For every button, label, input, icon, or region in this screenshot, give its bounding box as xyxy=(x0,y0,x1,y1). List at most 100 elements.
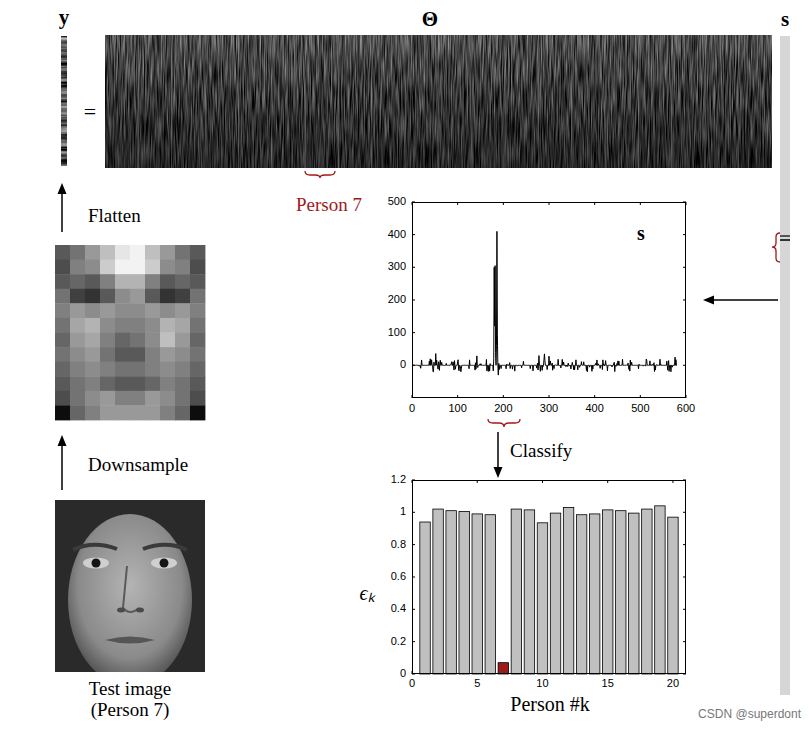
pixel xyxy=(70,391,85,406)
arrow-connector xyxy=(494,432,503,478)
pixel xyxy=(145,347,160,362)
block-separator xyxy=(705,35,706,168)
block-separator xyxy=(671,35,672,168)
arrowhead xyxy=(58,435,67,446)
bar xyxy=(420,522,430,674)
pixel xyxy=(190,333,205,348)
pixel xyxy=(55,274,70,289)
bar xyxy=(472,514,482,674)
pixel xyxy=(190,376,205,391)
brace xyxy=(488,419,520,427)
pixel xyxy=(85,347,100,362)
pixel xyxy=(160,405,175,420)
pixel xyxy=(145,274,160,289)
watermark: CSDN @superdont xyxy=(698,707,801,721)
pixel xyxy=(55,347,70,362)
pixel xyxy=(190,274,205,289)
block-separator xyxy=(471,35,472,168)
pixel xyxy=(70,318,85,333)
pixel xyxy=(160,347,175,362)
bar xyxy=(459,511,469,674)
s-coefficients xyxy=(412,231,677,375)
mouth xyxy=(105,637,155,644)
pixel xyxy=(70,376,85,391)
tick-label: 1 xyxy=(400,506,406,519)
pixel xyxy=(85,260,100,275)
s-plot-line xyxy=(412,231,677,375)
pixel xyxy=(145,376,160,391)
downsampled-image xyxy=(55,245,205,420)
pixel xyxy=(85,318,100,333)
vector-y: y xyxy=(61,36,67,166)
edge-label: Classify xyxy=(508,440,574,463)
pixel xyxy=(70,274,85,289)
face-photo xyxy=(55,500,205,672)
tick-label: 0.4 xyxy=(391,603,406,616)
pixel xyxy=(160,289,175,304)
pixel xyxy=(115,347,130,362)
pixel xyxy=(70,260,85,275)
tick-label: 300 xyxy=(388,261,406,274)
pixel xyxy=(100,318,115,333)
pixel xyxy=(115,245,130,260)
block-separator xyxy=(305,35,306,168)
pixel xyxy=(190,391,205,406)
bar xyxy=(616,511,626,674)
y-vector xyxy=(61,36,67,166)
bar xyxy=(433,509,443,674)
pixel xyxy=(55,376,70,391)
bar xyxy=(485,515,495,674)
node-label: Test image (Person 7) xyxy=(65,678,195,720)
pixel xyxy=(130,260,145,275)
pixel xyxy=(70,289,85,304)
pixel xyxy=(70,303,85,318)
pixel xyxy=(100,362,115,377)
pixel xyxy=(100,376,115,391)
block-separator xyxy=(538,35,539,168)
pixel xyxy=(55,245,70,260)
pixel xyxy=(85,391,100,406)
s-nonzero-mark xyxy=(780,235,790,237)
axis-ticks xyxy=(412,202,686,674)
connector-line xyxy=(497,432,499,469)
bar xyxy=(629,513,639,674)
arrow-connector xyxy=(703,296,778,305)
block-separator xyxy=(238,35,239,168)
pixel xyxy=(175,347,190,362)
pixel xyxy=(115,260,130,275)
pixel xyxy=(70,362,85,377)
node-label: Θ xyxy=(422,7,438,32)
tick-label: 500 xyxy=(388,195,406,208)
pupil xyxy=(92,559,101,568)
pixel xyxy=(160,391,175,406)
tick-label: 0 xyxy=(409,402,415,415)
node-label: ϵₖ xyxy=(359,581,374,605)
pixel xyxy=(85,274,100,289)
nostril xyxy=(117,608,125,613)
pixel xyxy=(175,274,190,289)
pixel xyxy=(160,274,175,289)
pixel xyxy=(115,303,130,318)
highlight-bar xyxy=(498,663,508,674)
test-image: Test image (Person 7) xyxy=(55,500,205,672)
block-separator xyxy=(271,35,272,168)
tick-label: 10 xyxy=(536,677,548,690)
pixel xyxy=(175,333,190,348)
theta-matrix xyxy=(105,35,772,168)
theta-block-separators xyxy=(138,35,738,168)
pixel xyxy=(175,260,190,275)
pixel xyxy=(55,405,70,420)
pixel xyxy=(160,362,175,377)
pixel xyxy=(115,289,130,304)
pixel xyxy=(130,405,145,420)
tick-label: 100 xyxy=(448,402,466,415)
error-bars xyxy=(420,506,678,674)
pixel xyxy=(145,289,160,304)
pixel xyxy=(130,245,145,260)
pixel xyxy=(190,347,205,362)
tick-label: 500 xyxy=(631,402,649,415)
pixel xyxy=(145,362,160,377)
tick-label: 20 xyxy=(667,677,679,690)
pixel xyxy=(130,333,145,348)
pixel xyxy=(130,362,145,377)
